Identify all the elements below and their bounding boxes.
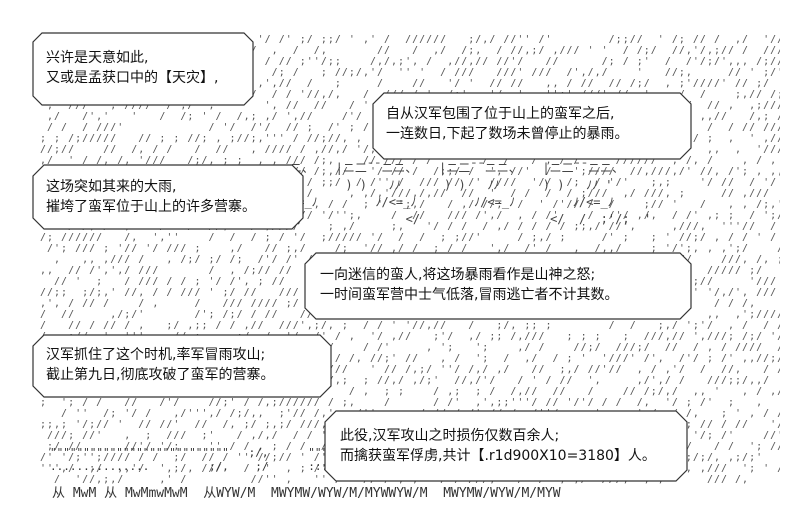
panel-border	[324, 410, 688, 482]
panel-text: 自从汉军包围了位于山上的蛮军之后, 一连数日,下起了数场未曾停止的暴雨。	[386, 104, 628, 144]
panel-text: 这场突如其来的大雨, 摧垮了蛮军位于山上的许多营寨。	[46, 177, 256, 217]
panel-line: 而擒获蛮军俘虏,共计【.r1d900X10=3180】人。	[340, 448, 656, 464]
panel-border	[32, 164, 304, 230]
panel-line: 兴许是天意如此,	[46, 50, 149, 66]
panel-line: 一时间蛮军营中士气低落,冒雨逃亡者不计其数。	[320, 287, 619, 303]
panel-text: 兴许是天意如此, 又或是孟获口中的【天灾】,	[46, 48, 218, 88]
panel-line: 自从汉军包围了位于山上的蛮军之后,	[386, 106, 615, 122]
army-ranks: 从 MwM 从 MwMmwMwM 从WYW/M MWYMW/WYW/M/MYWW…	[52, 486, 561, 501]
panel-border	[372, 92, 692, 160]
panel-text: 此役,汉军攻山之时损伤仅数百余人; 而擒获蛮军俘虏,共计【.r1d900X10=…	[340, 426, 656, 466]
panel-border	[304, 252, 692, 320]
narration-panel-1: 兴许是天意如此, 又或是孟获口中的【天灾】,	[32, 32, 254, 106]
panel-line: 又或是孟获口中的【天灾】,	[46, 70, 219, 86]
panel-text: 一向迷信的蛮人,将这场暴雨看作是山神之怒; 一时间蛮军营中士气低落,冒雨逃亡者不…	[320, 265, 618, 305]
panel-line: 这场突如其来的大雨,	[46, 179, 177, 195]
panel-line: 截止第九日,彻底攻破了蛮军的营寨。	[46, 367, 275, 383]
panel-text: 汉军抓住了这个时机,率军冒雨攻山; 截止第九日,彻底攻破了蛮军的营寨。	[46, 345, 274, 385]
narration-panel-6: 此役,汉军攻山之时损伤仅数百余人; 而擒获蛮军俘虏,共计【.r1d900X10=…	[324, 410, 688, 482]
panel-line: 摧垮了蛮军位于山上的许多营寨。	[46, 199, 256, 215]
narration-panel-4: 一向迷信的蛮人,将这场暴雨看作是山神之怒; 一时间蛮军营中士气低落,冒雨逃亡者不…	[304, 252, 692, 320]
narration-panel-3: 这场突如其来的大雨, 摧垮了蛮军位于山上的许多营寨。	[32, 164, 304, 230]
panel-line: 汉军抓住了这个时机,率军冒雨攻山;	[46, 347, 266, 363]
panel-border	[32, 32, 254, 106]
mountain-ridge: ニ、 |ニ二¯¯ニニ、 |ニ二¯¯ニニ、 |ニ二¯¯ニニ、 ﾉﾉ ) ) ﾉﾉ …	[290, 161, 652, 226]
panel-border	[32, 334, 332, 398]
narration-panel-5: 汉军抓住了这个时机,率军冒雨攻山; 截止第九日,彻底攻破了蛮军的营寨。	[32, 334, 332, 398]
panel-line: 此役,汉军攻山之时损伤仅数百余人;	[340, 428, 560, 444]
narration-panel-2: 自从汉军包围了位于山上的蛮军之后, 一连数日,下起了数场未曾停止的暴雨。	[372, 92, 692, 160]
panel-line: 一连数日,下起了数场未曾停止的暴雨。	[386, 126, 629, 142]
panel-line: 一向迷信的蛮人,将这场暴雨看作是山神之怒;	[320, 267, 596, 283]
